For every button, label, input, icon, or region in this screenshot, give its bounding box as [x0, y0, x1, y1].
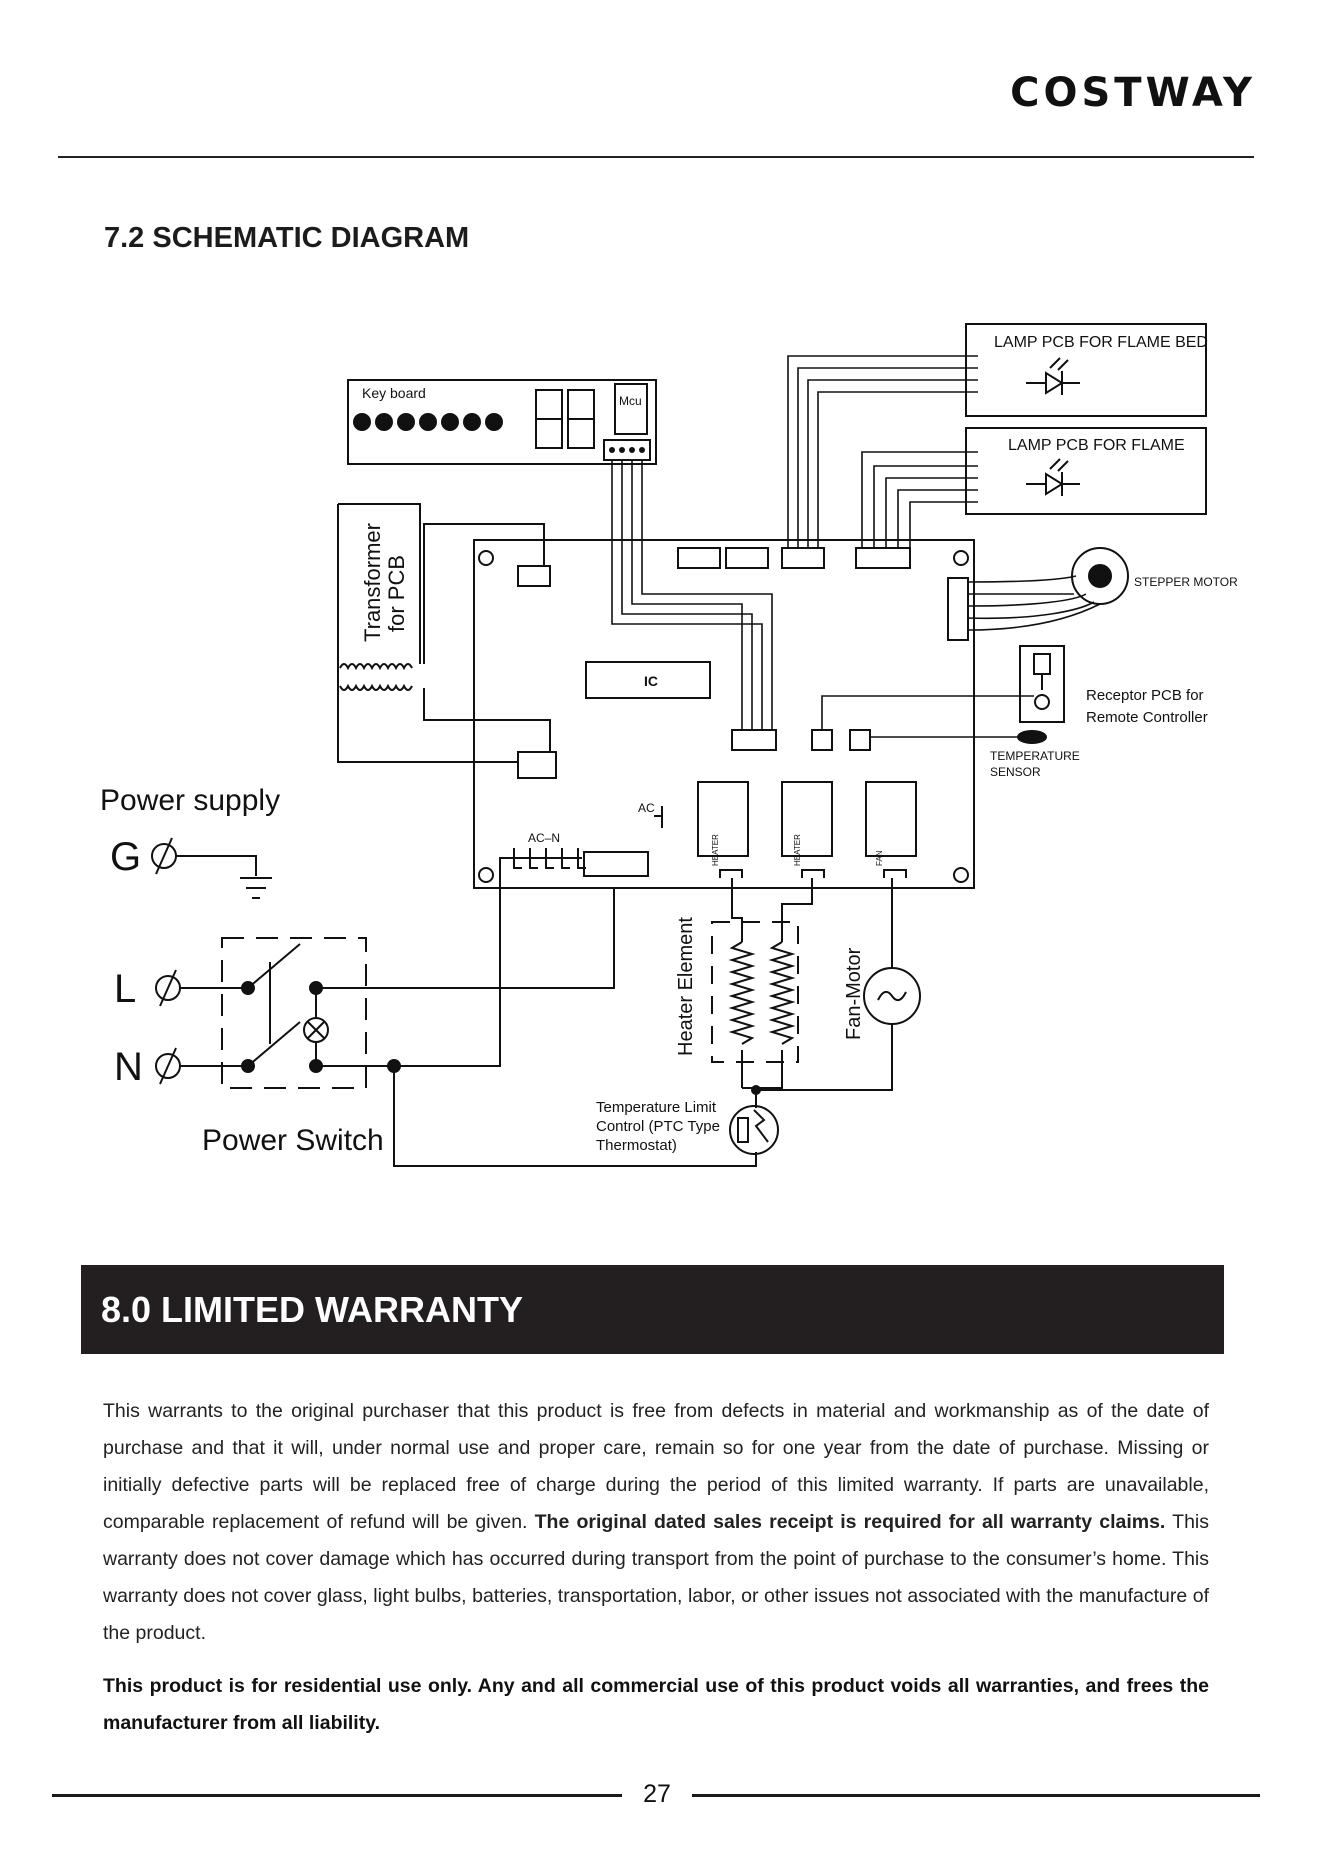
fan-motor: Fan-Motor	[756, 878, 921, 1091]
svg-text:STEPPER MOTOR: STEPPER MOTOR	[1134, 575, 1238, 589]
brand-logo: COSTWAY	[1010, 70, 1256, 116]
svg-text:Remote Controller: Remote Controller	[1086, 709, 1208, 726]
warranty-heading-bar: 8.0 LIMITED WARRANTY	[81, 1265, 1224, 1354]
svg-text:HEATER: HEATER	[793, 834, 802, 866]
svg-text:Temperature Limit: Temperature Limit	[596, 1099, 717, 1116]
svg-text:SENSOR: SENSOR	[990, 765, 1041, 779]
transformer: Transformer for PCB	[337, 503, 551, 763]
lamp-pcb-flame: LAMP PCB FOR FLAME	[965, 427, 1207, 515]
svg-text:HEATER: HEATER	[711, 834, 720, 866]
svg-text:L: L	[114, 967, 136, 1011]
page-number: 27	[643, 1780, 671, 1808]
ac-label: AC	[638, 801, 655, 815]
warranty-text-part-2: This warranty does not cover damage whic…	[103, 1511, 1209, 1644]
svg-text:Power supply: Power supply	[100, 784, 280, 817]
ptc-thermostat: Temperature Limit Control (PTC Type Ther…	[393, 1066, 779, 1167]
warranty-text-bold: The original dated sales receipt is requ…	[534, 1511, 1166, 1533]
svg-text:Receptor PCB for: Receptor PCB for	[1086, 687, 1204, 704]
lamp-pcb-flame-bed: LAMP PCB FOR FLAME BED	[965, 323, 1208, 417]
mcu-label: Mcu	[619, 394, 642, 408]
ic-label: IC	[644, 673, 658, 689]
keyboard-module: Key board Mcu	[347, 379, 657, 465]
svg-text:Fan-Motor: Fan-Motor	[843, 947, 865, 1040]
keyboard-label: Key board	[362, 385, 426, 401]
receptor-pcb: Receptor PCB for Remote Controller	[821, 645, 1208, 730]
heater-element: Heater Element	[675, 878, 813, 1095]
power-supply: Power supply G L N Power Switch	[100, 784, 615, 1157]
svg-text:LAMP PCB FOR FLAME BED: LAMP PCB FOR FLAME BED	[994, 334, 1208, 351]
svg-text:LAMP PCB FOR FLAME: LAMP PCB FOR FLAME	[1008, 437, 1185, 454]
temperature-sensor: TEMPERATURE SENSOR	[870, 730, 1080, 779]
footer-rule-right	[692, 1794, 1260, 1797]
schematic-diagram: Key board Mcu LAMP PCB FOR FLAME BED LAM…	[100, 323, 1238, 1167]
main-control-board: IC AC–N AC HEATER HEATER FAN	[473, 539, 975, 889]
svg-text:Heater Element: Heater Element	[675, 917, 697, 1056]
footer-rule-left	[52, 1794, 622, 1797]
header-divider	[58, 156, 1254, 158]
stepper-motor: STEPPER MOTOR	[967, 547, 1238, 631]
ac-n-label: AC–N	[528, 831, 560, 845]
wiring-lamps	[787, 355, 978, 548]
wiring-keyboard	[611, 460, 773, 730]
schematic-heading: 7.2 SCHEMATIC DIAGRAM	[104, 222, 470, 254]
residential-use-note: This product is for residential use only…	[103, 1675, 1209, 1734]
svg-text:Control (PTC Type: Control (PTC Type	[596, 1118, 720, 1135]
svg-text:Transformer: Transformer	[360, 523, 385, 642]
warranty-text-part-1: This warrants to the original purchaser …	[103, 1400, 1209, 1533]
power-switch-label: Power Switch	[202, 1124, 384, 1157]
svg-text:FAN: FAN	[875, 850, 884, 866]
warranty-paragraph: This warrants to the original purchaser …	[103, 1393, 1209, 1652]
svg-text:G: G	[110, 835, 141, 879]
svg-text:for PCB: for PCB	[384, 555, 409, 632]
svg-text:N: N	[114, 1045, 143, 1089]
warranty-title: 8.0 LIMITED WARRANTY	[101, 1289, 524, 1330]
svg-text:TEMPERATURE: TEMPERATURE	[990, 749, 1080, 763]
svg-text:Thermostat): Thermostat)	[596, 1137, 677, 1154]
